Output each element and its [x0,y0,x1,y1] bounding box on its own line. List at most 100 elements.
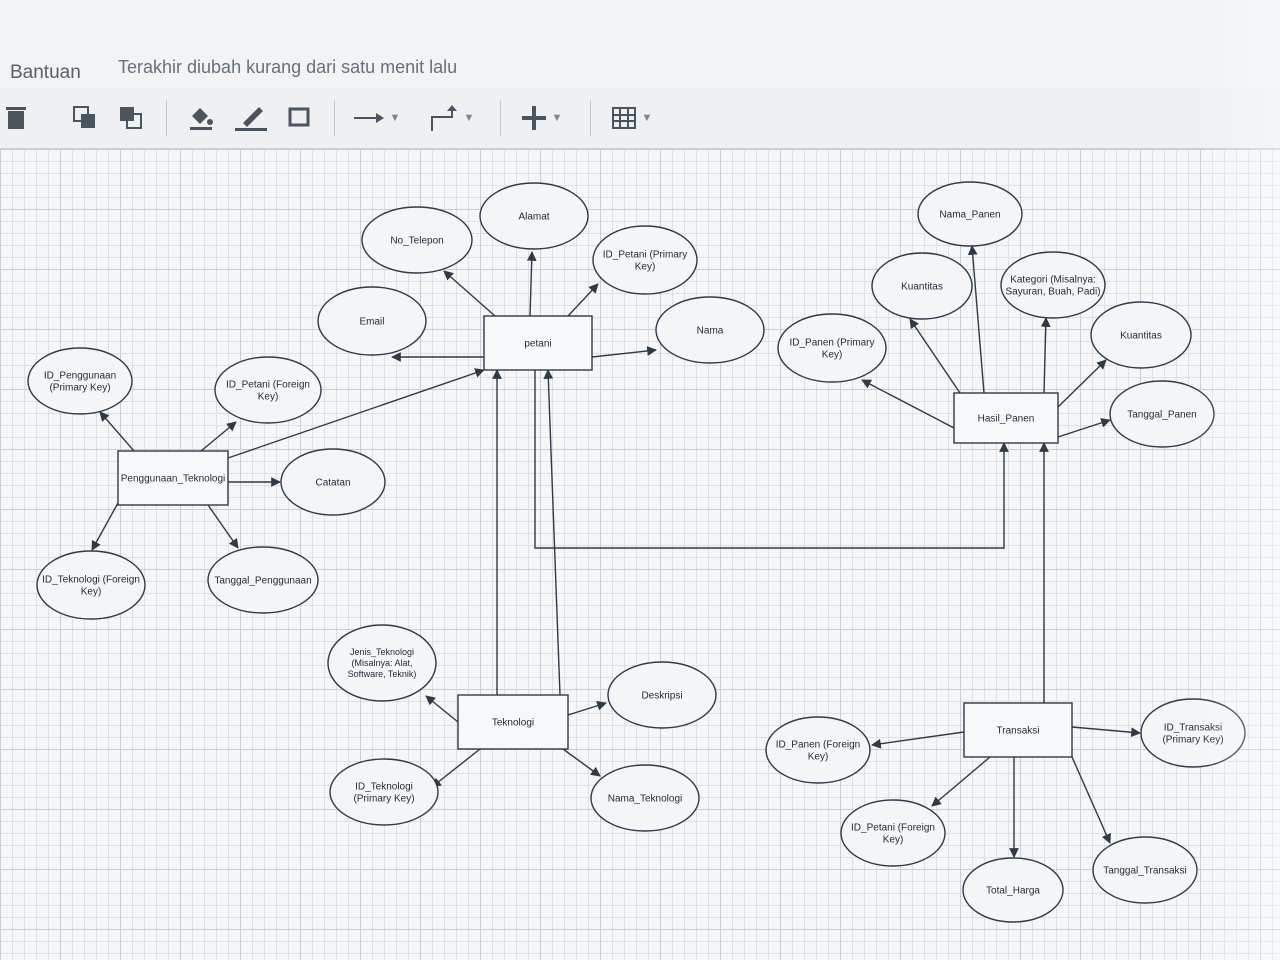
connector-line[interactable] [1071,756,1111,844]
connector-line[interactable] [909,318,961,394]
connector-line[interactable] [431,748,481,788]
node-label: ID_Transaksi(Primary Key) [1162,723,1223,746]
shadow-icon[interactable] [284,104,314,132]
connector-line[interactable] [871,731,965,749]
entity-petani[interactable]: petani [483,315,593,371]
attribute-jenis-teknologi[interactable]: Jenis_Teknologi(Misalnya: Alat,Software,… [327,624,437,702]
connector-line[interactable] [567,700,607,716]
node-label: Penggunaan_Teknologi [121,474,226,485]
attribute-id-transaksi[interactable]: ID_Transaksi(Primary Key) [1140,698,1246,768]
node-label: Email [359,317,384,328]
connector-line[interactable] [425,695,459,723]
attribute-id-penggunaan[interactable]: ID_Penggunaan(Primary Key) [27,347,133,415]
node-label: Nama_Panen [939,210,1000,221]
connector-line[interactable] [861,379,955,429]
connector-line[interactable] [526,251,537,317]
node-label: Teknologi [492,718,534,729]
connector-line[interactable] [1071,726,1141,738]
node-label: Alamat [518,212,549,223]
attribute-nama-teknologi[interactable]: Nama_Teknologi [590,764,700,832]
fill-color-icon[interactable] [186,104,216,132]
entity-transaksi[interactable]: Transaksi [963,702,1073,758]
attribute-kuantitas1[interactable]: Kuantitas [871,252,973,320]
node-label: Tanggal_Transaksi [1103,866,1187,877]
connector-line[interactable] [207,504,239,549]
attribute-no-telepon[interactable]: No_Telepon [361,206,473,274]
connector-line[interactable] [562,748,601,777]
connector-line[interactable] [967,245,985,394]
entity-teknologi[interactable]: Teknologi [457,694,569,750]
connector-line[interactable] [1057,418,1111,438]
entity-penggunaan[interactable]: Penggunaan_Teknologi [117,450,229,506]
node-label: Deskripsi [641,691,682,702]
connector-line[interactable] [1057,359,1107,408]
delete-icon[interactable] [4,104,28,132]
node-label: No_Telepon [390,236,443,247]
attribute-tanggal-penggunaan[interactable]: Tanggal_Penggunaan [207,546,319,614]
to-front-icon[interactable] [70,104,100,132]
attribute-deskripsi[interactable]: Deskripsi [607,661,717,729]
node-label: Tanggal_Penggunaan [214,576,311,587]
node-label: Tanggal_Panen [1127,410,1197,421]
connector-line[interactable] [534,370,1009,549]
node-label: Kategori (Misalnya:Sayuran, Buah, Padi) [1005,275,1100,298]
attribute-nama-panen[interactable]: Nama_Panen [917,181,1023,247]
entity-hasil-panen[interactable]: Hasil_Panen [953,392,1059,444]
connector-line[interactable] [1040,317,1051,394]
node-label: ID_Teknologi(Primary Key) [353,782,414,805]
attribute-catatan[interactable]: Catatan [280,448,386,516]
menu-bar: Bantuan Terakhir diubah kurang dari satu… [0,0,1280,88]
node-label: Total_Harga [986,886,1040,897]
connector-line[interactable] [200,421,237,452]
menu-help[interactable]: Bantuan [10,62,81,83]
attribute-id-teknologi-pk[interactable]: ID_Teknologi(Primary Key) [329,758,439,826]
last-edit-status[interactable]: Terakhir diubah kurang dari satu menit l… [118,57,458,77]
connection-arrow-icon[interactable]: ▼ [352,104,402,132]
insert-plus-icon[interactable]: ▼ [516,104,568,132]
connector-line[interactable] [543,369,561,696]
node-label: Jenis_Teknologi(Misalnya: Alat,Software,… [348,647,417,679]
attribute-tanggal-panen[interactable]: Tanggal_Panen [1109,380,1215,448]
attribute-total-harga[interactable]: Total_Harga [962,857,1064,923]
node-label: Catatan [315,478,350,489]
node-label: Kuantitas [901,282,943,293]
line-color-icon[interactable] [234,104,268,132]
attribute-nama[interactable]: Nama [655,296,765,364]
waypoint-icon[interactable]: ▼ [424,104,478,132]
connector-line[interactable] [931,756,991,807]
attribute-kategori[interactable]: Kategori (Misalnya:Sayuran, Buah, Padi) [1000,251,1106,319]
node-label: Kuantitas [1120,331,1162,342]
node-label: petani [524,339,551,350]
node-label: Transaksi [997,726,1040,737]
attribute-email[interactable]: Email [317,286,427,356]
to-back-icon[interactable] [116,104,146,132]
connector-line[interactable] [91,502,119,551]
connector-line[interactable] [567,283,599,317]
node-label: Nama [697,326,724,337]
attribute-tanggal-transaksi[interactable]: Tanggal_Transaksi [1092,836,1198,904]
toolbar: ▼ ▼ ▼ ▼ [0,88,1280,149]
node-label: Hasil_Panen [978,414,1035,425]
connector-line[interactable] [591,346,657,358]
connector-line[interactable] [99,411,135,452]
table-icon[interactable]: ▼ [606,104,658,132]
node-label: Nama_Teknologi [608,794,683,805]
attribute-alamat[interactable]: Alamat [479,182,589,250]
connector-line[interactable] [227,368,485,459]
connector-line[interactable] [443,270,496,317]
attribute-kuantitas2[interactable]: Kuantitas [1090,301,1192,369]
node-label: ID_Penggunaan(Primary Key) [44,371,116,394]
